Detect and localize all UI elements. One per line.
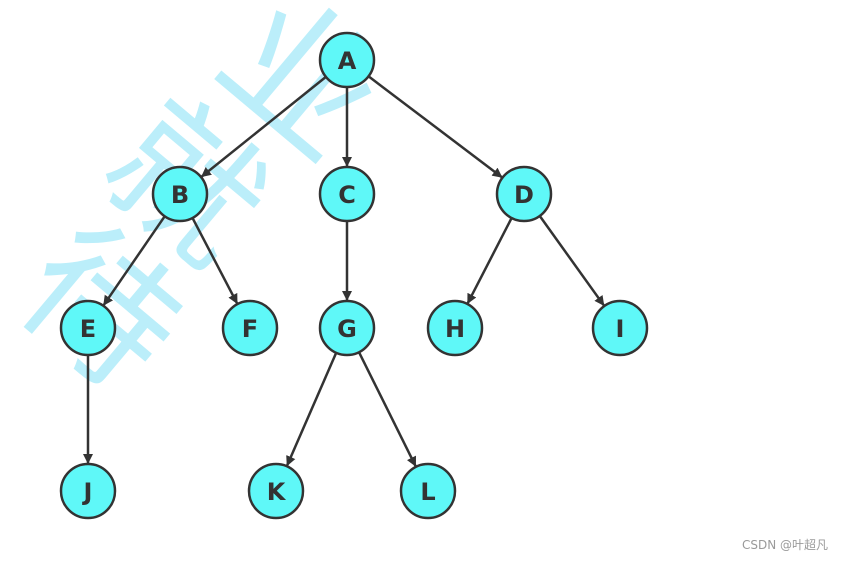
- node-d: D: [495, 165, 553, 223]
- edge-g-k: [286, 352, 338, 467]
- node-l: L: [399, 462, 457, 520]
- node-circle: [221, 299, 279, 357]
- node-label: K: [267, 478, 287, 506]
- node-label: B: [171, 181, 189, 209]
- node-c: C: [318, 165, 376, 223]
- node-f: F: [221, 299, 279, 357]
- node-circle: [318, 31, 376, 89]
- node-label: H: [445, 315, 465, 343]
- node-group: A B C D E F G H I J K L: [59, 31, 649, 520]
- edge-a-d: [367, 75, 503, 179]
- node-b: B: [151, 165, 209, 223]
- edge-d-i: [538, 215, 605, 307]
- node-circle: [59, 299, 117, 357]
- node-circle: [318, 299, 376, 357]
- node-circle: [399, 462, 457, 520]
- node-h: H: [426, 299, 484, 357]
- node-label: G: [337, 315, 357, 343]
- node-label: I: [616, 315, 625, 343]
- node-label: L: [420, 478, 435, 506]
- node-label: F: [242, 315, 258, 343]
- node-label: C: [338, 181, 356, 209]
- credit-text: CSDN @叶超凡: [741, 538, 828, 552]
- node-circle: [59, 462, 117, 520]
- node-circle: [426, 299, 484, 357]
- node-g: G: [318, 299, 376, 357]
- node-e: E: [59, 299, 117, 357]
- node-circle: [318, 165, 376, 223]
- node-label: A: [338, 47, 357, 75]
- node-circle: [495, 165, 553, 223]
- node-label: D: [514, 181, 534, 209]
- node-label: E: [80, 315, 96, 343]
- edge-g-l: [357, 351, 417, 467]
- node-circle: [591, 299, 649, 357]
- node-label: J: [82, 478, 93, 506]
- node-a: A: [318, 31, 376, 89]
- node-circle: [151, 165, 209, 223]
- edge-b-e: [102, 215, 166, 306]
- edge-d-h: [466, 217, 513, 304]
- edge-b-f: [191, 217, 239, 305]
- edge-a-b: [201, 75, 327, 178]
- node-circle: [247, 462, 305, 520]
- node-j: J: [59, 462, 117, 520]
- node-i: I: [591, 299, 649, 357]
- edge-group: [83, 75, 605, 467]
- node-k: K: [247, 462, 305, 520]
